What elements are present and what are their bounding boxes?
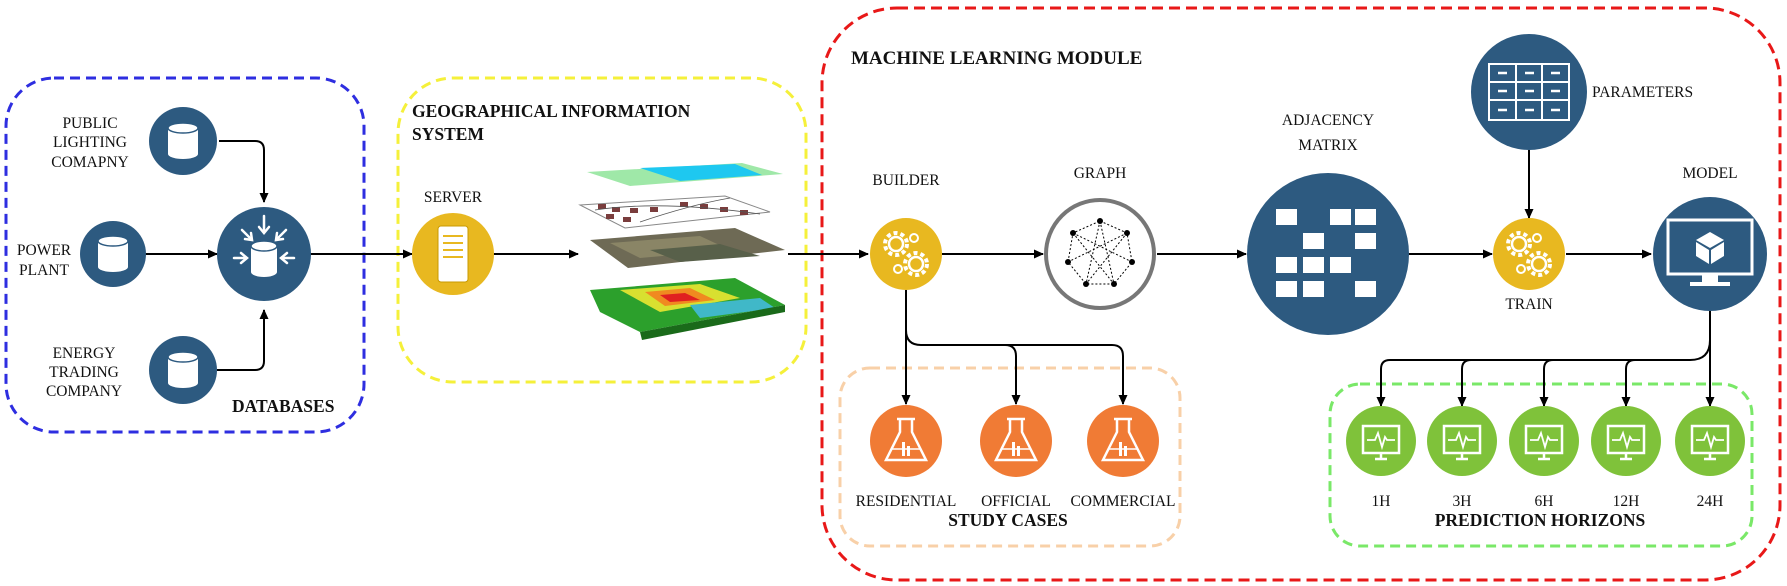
arrow-builder-to-commercial xyxy=(1005,344,1128,405)
study-case-commercial xyxy=(1087,405,1159,477)
flask-icon xyxy=(883,417,929,462)
horizon-3h xyxy=(1427,406,1497,476)
source-label-line3: COMAPNY xyxy=(51,154,129,171)
horizon-label: 24H xyxy=(1697,493,1724,510)
horizon-12h xyxy=(1591,406,1661,476)
adjacency-label-line2: MATRIX xyxy=(1298,137,1357,154)
gears-icon xyxy=(883,231,929,277)
database-icon xyxy=(97,235,129,272)
study-case-label: OFFICIAL xyxy=(981,493,1051,510)
graph-node xyxy=(1044,198,1156,310)
study-case-residential xyxy=(870,405,942,477)
arrow-public-lighting xyxy=(219,140,269,203)
source-label-line2: PLANT xyxy=(19,262,69,279)
arrow-model-to-1h xyxy=(1376,339,1711,407)
horizon-6h xyxy=(1509,406,1579,476)
arrow-model-to-3h xyxy=(1457,359,1472,407)
gis-title-line1: GEOGRAPHICAL INFORMATION xyxy=(412,101,691,121)
source-label-line1: ENERGY xyxy=(53,345,116,362)
database-merge-icon xyxy=(232,214,296,277)
server-label: SERVER xyxy=(424,189,483,206)
monitor-pulse-icon xyxy=(1361,424,1401,461)
source-label-line1: POWER xyxy=(17,242,72,259)
source-public-lighting: PUBLIC LIGHTING COMAPNY xyxy=(51,107,217,175)
adjacency-matrix-node xyxy=(1247,173,1409,335)
graph-icon xyxy=(1065,218,1135,287)
source-label-line2: TRADING xyxy=(49,364,119,381)
monitor-pulse-icon xyxy=(1606,424,1646,461)
monitor-cube-icon xyxy=(1666,218,1754,286)
gis-map-layers xyxy=(578,163,785,340)
parameters-label: PARAMETERS xyxy=(1592,84,1693,101)
study-case-label: RESIDENTIAL xyxy=(856,493,957,510)
monitor-pulse-icon xyxy=(1442,424,1482,461)
source-label-line1: PUBLIC xyxy=(62,115,117,132)
gis-group xyxy=(396,76,808,384)
flask-icon xyxy=(1100,417,1146,462)
graph-label: GRAPH xyxy=(1074,165,1127,182)
horizon-label: 6H xyxy=(1535,493,1554,510)
table-icon xyxy=(1488,63,1570,121)
matrix-icon xyxy=(1276,209,1376,297)
train-label: TRAIN xyxy=(1505,296,1552,313)
databases-title: DATABASES xyxy=(232,396,334,416)
arrow-energy-trading xyxy=(217,309,269,371)
monitor-pulse-icon xyxy=(1690,424,1730,461)
builder-label: BUILDER xyxy=(872,172,940,189)
builder-node xyxy=(870,218,942,290)
flask-icon xyxy=(993,417,1039,462)
study-case-official xyxy=(980,405,1052,477)
gears-icon xyxy=(1506,231,1552,277)
source-power-plant: POWER PLANT xyxy=(17,221,146,287)
prediction-horizons-title: PREDICTION HORIZONS xyxy=(1435,510,1646,530)
arrow-model-to-6h xyxy=(1539,359,1554,407)
arrow-model-to-12h xyxy=(1621,359,1636,407)
source-energy-trading: ENERGY TRADING COMPANY xyxy=(46,336,217,404)
source-label-line3: COMPANY xyxy=(46,383,122,400)
model-label: MODEL xyxy=(1682,165,1737,182)
connectors xyxy=(145,140,1715,407)
merged-database-node xyxy=(217,207,311,301)
study-cases-group xyxy=(838,366,1182,548)
server-icon xyxy=(437,225,469,283)
database-icon xyxy=(167,122,199,159)
gis-title-line2: SYSTEM xyxy=(412,124,484,144)
source-label-line2: LIGHTING xyxy=(53,134,127,151)
horizon-label: 12H xyxy=(1613,493,1640,510)
monitor-pulse-icon xyxy=(1524,424,1564,461)
ml-module-group xyxy=(820,6,1782,582)
parameters-node xyxy=(1471,34,1587,150)
model-node xyxy=(1653,197,1767,311)
train-node xyxy=(1493,218,1565,290)
database-icon xyxy=(167,351,199,388)
server-node xyxy=(412,213,494,295)
ml-module-title: MACHINE LEARNING MODULE xyxy=(851,48,1142,69)
horizon-24h xyxy=(1675,406,1745,476)
study-case-label: COMMERCIAL xyxy=(1070,493,1175,510)
adjacency-label-line1: ADJACENCY xyxy=(1282,112,1374,129)
study-cases-title: STUDY CASES xyxy=(948,510,1067,530)
prediction-horizons-group xyxy=(1328,382,1754,548)
horizon-label: 3H xyxy=(1453,493,1472,510)
horizon-label: 1H xyxy=(1372,493,1391,510)
horizon-1h xyxy=(1346,406,1416,476)
